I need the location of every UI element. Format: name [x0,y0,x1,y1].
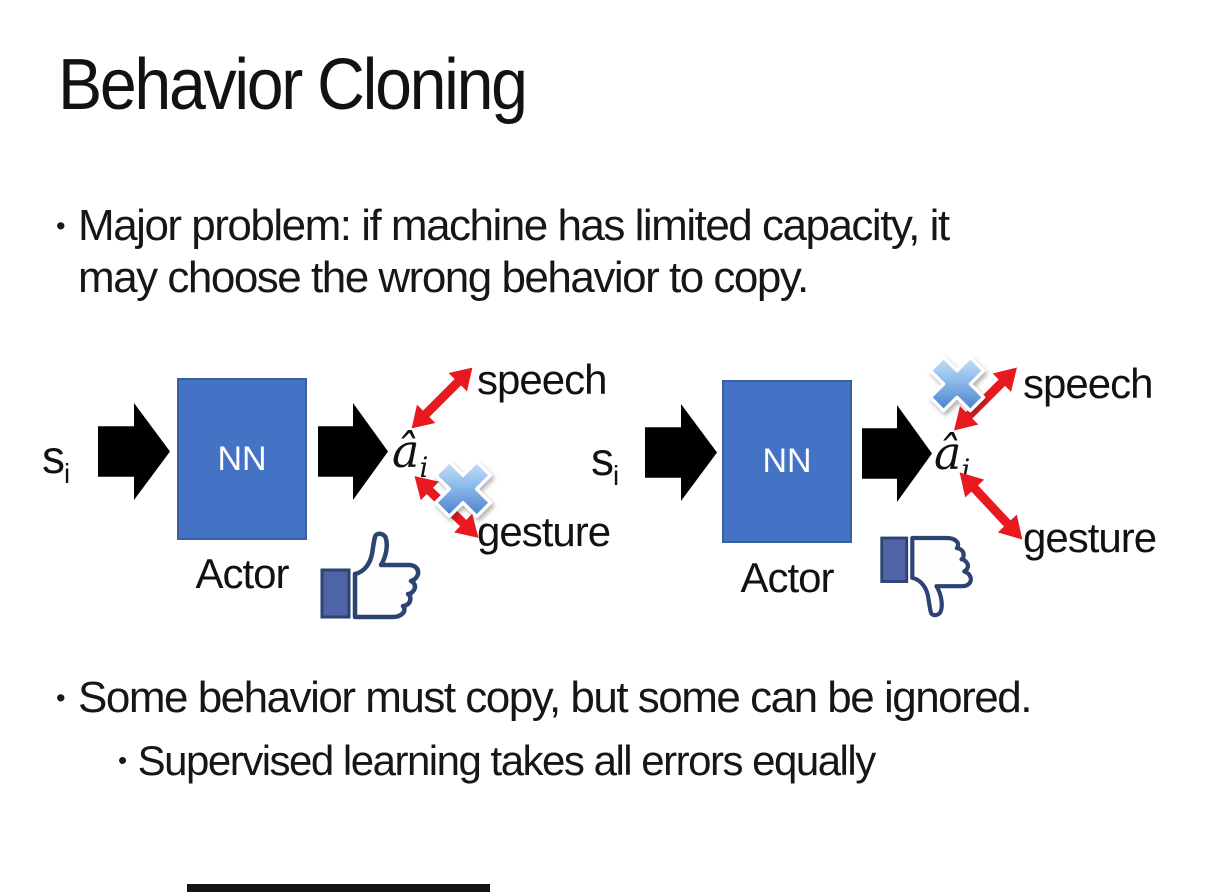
bullet-marker: • [56,210,66,241]
bullet-some-behavior-text: Some behavior must copy, but some can be… [78,673,1032,722]
speech-arrow [944,358,1027,441]
sub-bullet-supervised-text: Supervised learning takes all errors equ… [137,737,877,784]
clipped-next-line-bar [187,884,490,892]
gesture-arrow [949,463,1032,549]
bullet-some-behavior: • Some behavior must copy, but some can … [56,672,1032,724]
output-arrow [318,403,388,500]
actor-label: Actor [195,550,289,597]
bullet-major-problem: • Major problem: if machine has limited … [56,200,950,304]
cross-out-gesture-icon [427,455,499,523]
slide-title: Behavior Cloning [58,45,528,125]
nn-box: NN [722,380,852,543]
bullet-marker: • [118,745,127,775]
input-arrow [645,404,717,501]
cross-out-speech-icon [922,351,992,417]
input-state-label: si [42,431,70,490]
predicted-action-label: âi [934,426,971,487]
predicted-action-label: âi [392,424,429,485]
nn-box: NN [177,378,307,540]
thumbs-up-icon [318,530,428,622]
speech-arrow [402,358,483,439]
input-arrow [98,403,170,500]
gesture-label: gesture [1023,514,1157,561]
sub-bullet-supervised: • Supervised learning takes all errors e… [118,736,877,786]
gesture-label: gesture [477,508,611,555]
speech-label: speech [1023,360,1153,407]
bullet-marker: • [56,682,66,713]
speech-label: speech [477,356,607,403]
bullet-major-problem-text: Major problem: if machine has limited ca… [78,201,950,302]
actor-label: Actor [740,554,834,601]
thumbs-down-icon [878,529,980,623]
input-state-label: si [591,433,619,492]
output-arrow [862,405,932,502]
